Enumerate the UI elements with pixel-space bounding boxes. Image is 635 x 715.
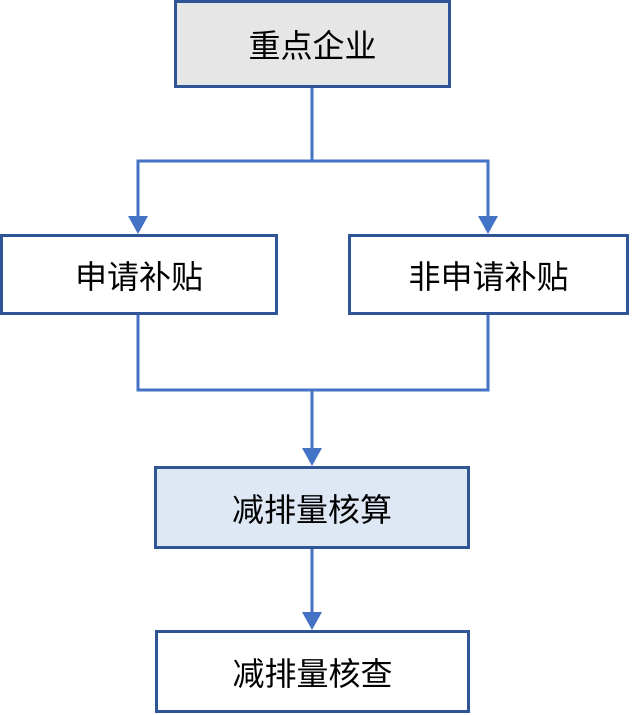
edge-split-to-apply [136, 159, 312, 218]
node-emission-reduction-calculation-label: 减排量核算 [231, 490, 392, 529]
node-apply-subsidy: 申请补贴 [0, 234, 278, 315]
node-apply-subsidy-label: 申请补贴 [74, 257, 203, 296]
edge-split-to-nonapply [312, 159, 490, 218]
node-emission-reduction-verification: 减排量核查 [155, 630, 470, 713]
node-key-enterprise-label: 重点企业 [248, 27, 377, 65]
node-key-enterprise: 重点企业 [174, 0, 451, 88]
arrowhead-nonapply [478, 216, 498, 234]
edge-nonapply-to-merge [312, 315, 490, 392]
arrowhead-check [302, 612, 322, 630]
node-emission-reduction-verification-label: 减排量核查 [232, 654, 393, 693]
node-non-apply-subsidy: 非申请补贴 [348, 234, 629, 315]
arrowhead-apply [128, 216, 148, 234]
node-non-apply-subsidy-label: 非申请补贴 [408, 257, 569, 296]
edge-apply-to-merge [136, 315, 312, 392]
node-emission-reduction-calculation: 减排量核算 [154, 466, 470, 549]
arrowhead-calc [302, 448, 322, 466]
